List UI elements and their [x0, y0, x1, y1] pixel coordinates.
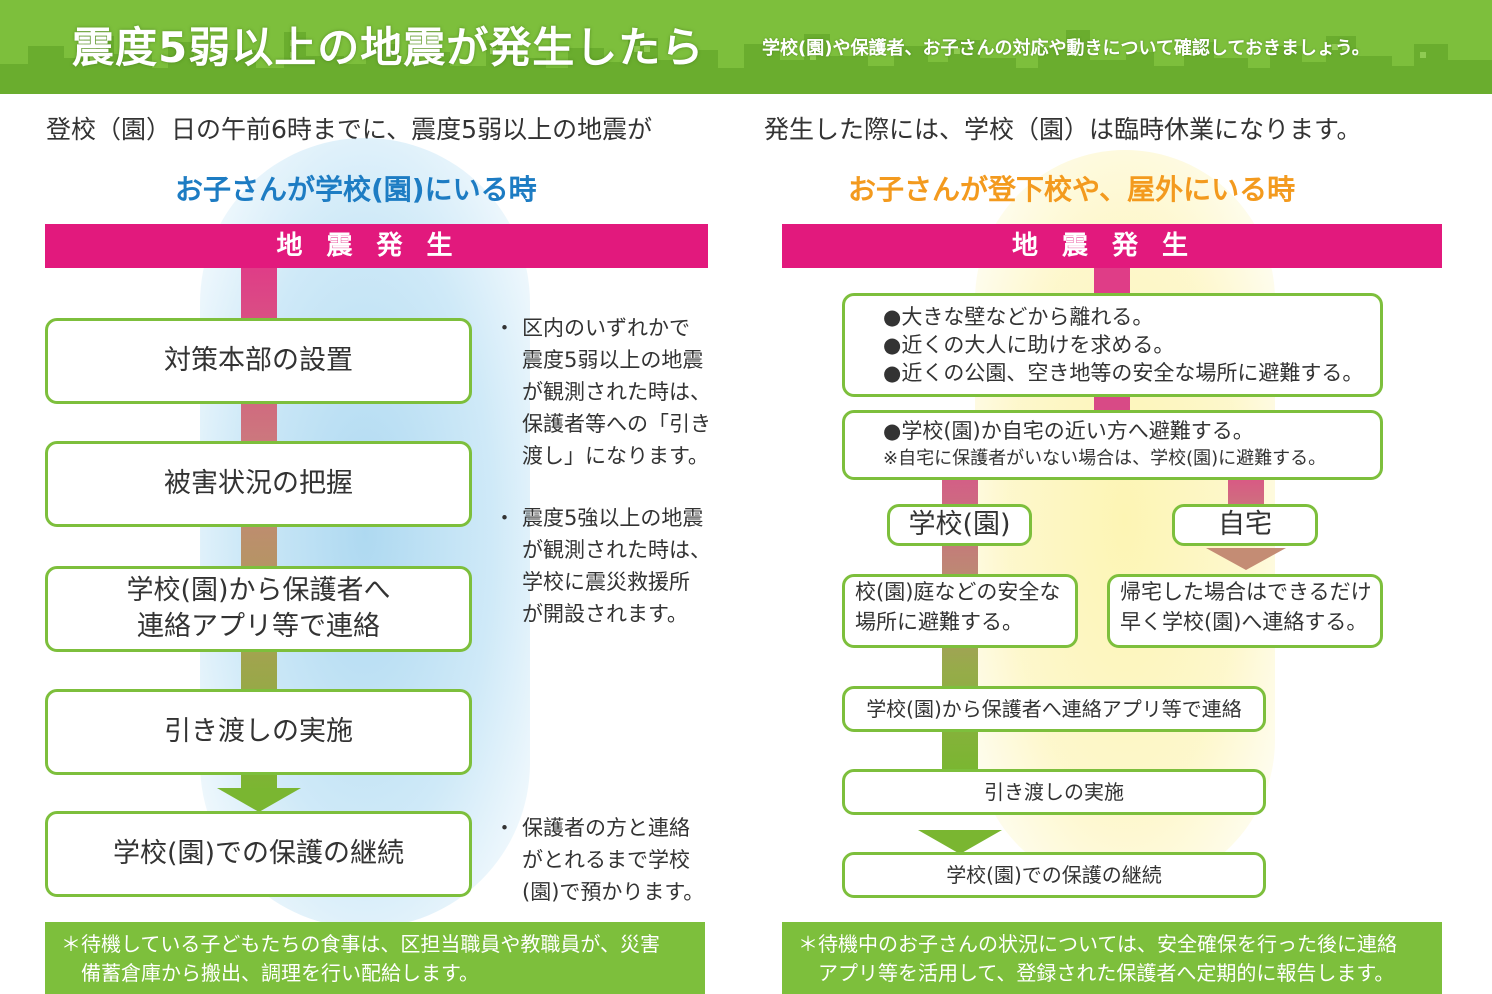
right-quake-bar: 地震発生 — [782, 224, 1442, 268]
left-step-handover: 引き渡しの実施 — [45, 689, 472, 775]
right-connector-mid — [1094, 396, 1130, 410]
left-step-command-center: 対策本部の設置 — [45, 318, 472, 404]
intro-text-right: 発生した際には、学校（園）は臨時休業になります。 — [764, 115, 1362, 144]
note-keep-at-school: 保護者の方と連絡 がとれるまで学校 (園)で預かります。 — [494, 812, 704, 908]
left-quake-bar: 地震発生 — [45, 224, 708, 268]
header-banner: 震度5弱以上の地震が発生したら 学校(園)や保護者、お子さんの対応や動きについて… — [0, 0, 1492, 94]
page-subtitle: 学校(園)や保護者、お子さんの対応や動きについて確認しておきましょう。 — [762, 38, 1370, 59]
left-step-damage-assessment: 被害状況の把握 — [45, 441, 472, 527]
left-flow-arrow — [217, 788, 301, 812]
right-immediate-actions: ●大きな壁などから離れる。 ●近くの大人に助けを求める。 ●近くの公園、空き地等… — [842, 293, 1383, 397]
left-step-contact-parents: 学校(園)から保護者へ 連絡アプリ等で連絡 — [45, 566, 472, 652]
school-evac-action: 校(園)庭などの安全な 場所に避難する。 — [842, 574, 1078, 648]
right-footer-note: ＊待機中のお子さんの状況については、安全確保を行った後に連絡 アプリ等を活用して… — [782, 922, 1442, 994]
right-flow-arrow — [918, 830, 1002, 854]
right-section-heading: お子さんが登下校や、屋外にいる時 — [848, 173, 1296, 206]
left-section-heading: お子さんが学校(園)にいる時 — [175, 173, 537, 206]
home-contact-action: 帰宅した場合はできるだけ 早く学校(園)へ連絡する。 — [1107, 574, 1383, 648]
page-title: 震度5弱以上の地震が発生したら — [72, 23, 705, 72]
left-footer-note: ＊待機している子どもたちの食事は、区担当職員や教職員が、災害 備蓄倉庫から搬出、… — [45, 922, 705, 994]
right-connector-top — [1094, 268, 1130, 294]
right-step-handover: 引き渡しの実施 — [842, 769, 1266, 815]
city-skyline-decoration — [0, 30, 1492, 94]
right-home-arrow — [1206, 548, 1286, 570]
home-label: 自宅 — [1172, 504, 1318, 546]
right-step-continued-protection: 学校(園)での保護の継続 — [842, 852, 1266, 898]
school-label: 学校(園) — [887, 504, 1032, 546]
right-evacuation-box: ●学校(園)か自宅の近い方へ避難する。 ※自宅に保護者がいない場合は、学校(園)… — [842, 410, 1383, 480]
right-step-contact-parents: 学校(園)から保護者へ連絡アプリ等で連絡 — [842, 686, 1266, 732]
note-shindo5-weak: 区内のいずれかで 震度5弱以上の地震 が観測された時は、 保護者等への「引き 渡… — [494, 312, 711, 472]
note-shindo5-strong: 震度5強以上の地震 が観測された時は、 学校に震災救援所 が開設されます。 — [494, 502, 711, 630]
left-step-continued-protection: 学校(園)での保護の継続 — [45, 811, 472, 897]
